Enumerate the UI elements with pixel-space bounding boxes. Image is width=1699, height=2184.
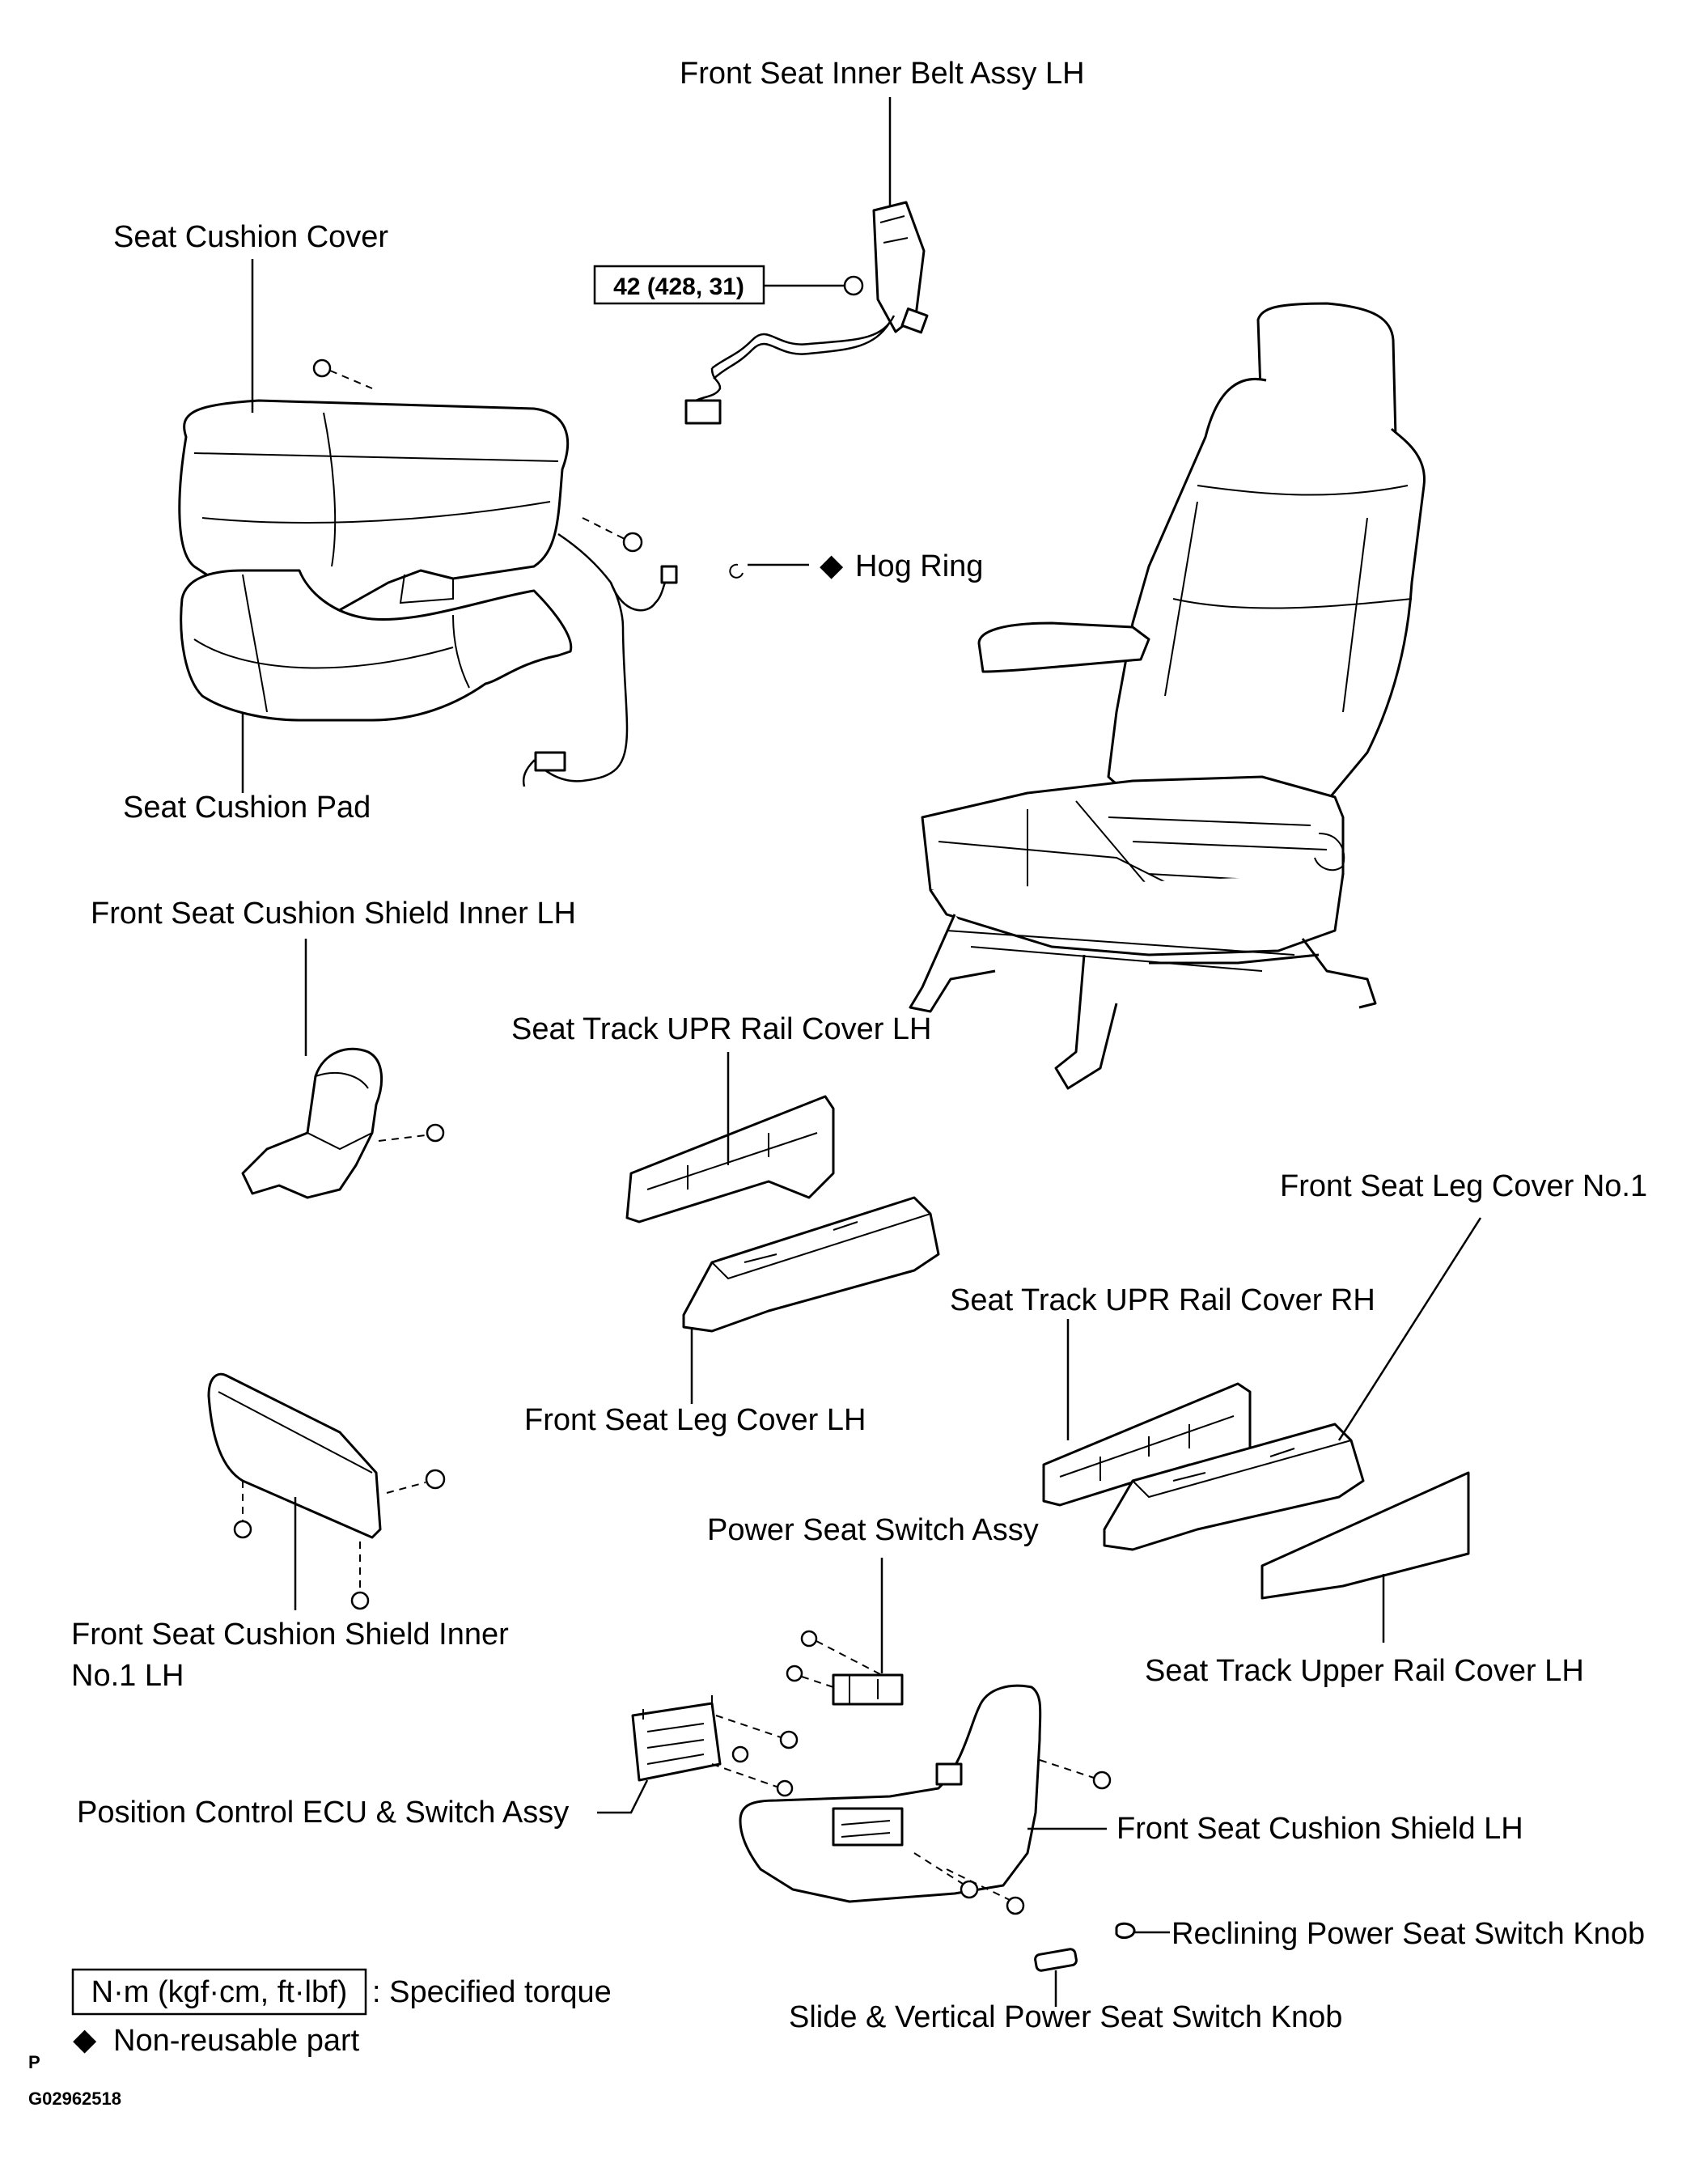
ecu-bolt-2	[731, 1745, 749, 1763]
leg-cover-lh-label: Front Seat Leg Cover LH	[524, 1403, 866, 1437]
upper-rail-lh-label: Seat Track Upper Rail Cover LH	[1145, 1654, 1584, 1688]
power-switch-label: Power Seat Switch Assy	[707, 1513, 1039, 1547]
shield-no1-bolt-3	[350, 1591, 370, 1610]
page-marker: P	[28, 2052, 40, 2072]
figure-code: G02962518	[28, 2089, 121, 2109]
reclining-knob-icon	[1115, 1922, 1136, 1940]
upper-rail-cover-lh	[1260, 1471, 1470, 1600]
legend-nonreusable-symbol: ◆	[73, 2023, 97, 2057]
hog-ring-symbol: ◆	[820, 549, 844, 583]
cover-bolt-2	[622, 532, 643, 553]
cushion-shield-inner-no1	[207, 1372, 382, 1539]
shield-no1-label-line1: Front Seat Cushion Shield Inner	[71, 1618, 509, 1652]
shield-lh-label: Front Seat Cushion Shield LH	[1116, 1812, 1523, 1846]
legend-torque-box	[71, 1968, 367, 2016]
seat-cushion-cover	[178, 399, 570, 621]
ecu-bolt-1	[779, 1730, 799, 1749]
ecu-label: Position Control ECU & Switch Assy	[77, 1796, 569, 1830]
cushion-shield-lh	[739, 1684, 1042, 1903]
ecu-leader	[597, 1779, 649, 1814]
switch-bolt-2	[786, 1665, 803, 1682]
shield-inner-bolt	[426, 1123, 445, 1143]
shield-no1-bolt-1	[425, 1469, 446, 1490]
inner-belt-assembly	[684, 201, 929, 425]
cushion-pad-label: Seat Cushion Pad	[123, 791, 371, 825]
ecu-switch-assy	[631, 1695, 722, 1782]
cushion-shield-inner	[241, 1047, 383, 1199]
power-seat-switch	[832, 1673, 904, 1706]
legend-nonreusable-desc: Non-reusable part	[113, 2024, 360, 2058]
upr-rail-cover-lh	[625, 1095, 835, 1223]
upr-rail-rh-label: Seat Track UPR Rail Cover RH	[950, 1283, 1375, 1317]
slide-knob-icon	[1034, 1948, 1078, 1972]
seat-assembly	[909, 302, 1426, 1090]
upr-rail-lh-label: Seat Track UPR Rail Cover LH	[511, 1012, 932, 1046]
cover-bolt-1	[312, 358, 332, 378]
torque-value: 42 (428, 31)	[613, 274, 744, 300]
leg-cover-no1-leader	[1337, 1217, 1482, 1441]
hog-ring-icon	[729, 563, 744, 579]
torque-box	[593, 265, 765, 305]
leg-cover-lh	[682, 1196, 940, 1333]
reclining-knob-label: Reclining Power Seat Switch Knob	[1172, 1917, 1645, 1951]
shield-no1-label-line2: No.1 LH	[71, 1659, 184, 1693]
leg-cover-no1	[1103, 1423, 1365, 1551]
leg-cover-no1-label: Front Seat Leg Cover No.1	[1280, 1169, 1647, 1203]
legend-torque-desc: : Specified torque	[372, 1975, 612, 2009]
seat-cushion-pad	[180, 569, 573, 722]
shield-lh-bolt-1	[1092, 1771, 1112, 1790]
switch-bolt-1	[800, 1630, 818, 1648]
shield-no1-bolt-2	[233, 1520, 252, 1539]
seat-cushion-wire	[522, 532, 678, 787]
shield-lh-bolt-3	[1006, 1896, 1025, 1915]
shield-lh-bolt-2	[960, 1880, 979, 1899]
legend-torque-unit: N·m (kgf·cm, ft·lbf)	[91, 1975, 348, 2009]
inner-belt-label: Front Seat Inner Belt Assy LH	[680, 57, 1085, 91]
shield-inner-label: Front Seat Cushion Shield Inner LH	[91, 897, 576, 931]
cushion-cover-label: Seat Cushion Cover	[113, 220, 388, 254]
slide-knob-label: Slide & Vertical Power Seat Switch Knob	[789, 2000, 1342, 2034]
ecu-bolt-3	[776, 1779, 794, 1797]
hog-ring-label: Hog Ring	[855, 549, 983, 583]
belt-bolt	[843, 275, 864, 296]
